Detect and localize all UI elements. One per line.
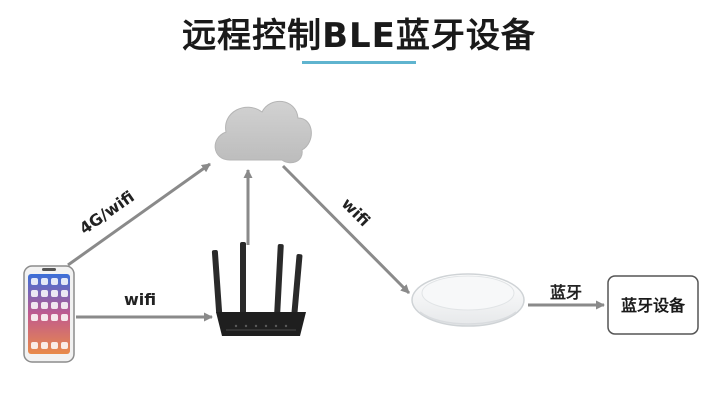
cloud-icon xyxy=(214,100,312,164)
label-phone-router: wifi xyxy=(124,290,156,309)
connection-arrows xyxy=(67,162,605,322)
arrow-cloud-to-gateway xyxy=(281,164,411,295)
bluetooth-device-box xyxy=(607,275,699,335)
title-underline xyxy=(302,61,416,64)
smartphone-icon xyxy=(23,265,75,363)
bluetooth-device-label: 蓝牙设备 xyxy=(621,296,686,315)
label-gateway-device: 蓝牙 xyxy=(550,283,582,302)
arrow-phone-to-cloud xyxy=(67,162,211,267)
page-title: 远程控制BLE蓝牙设备 xyxy=(182,16,536,56)
label-phone-cloud: 4G/wifi xyxy=(76,187,138,238)
router-icon xyxy=(211,242,306,336)
ceiling-gateway-icon xyxy=(411,273,525,327)
